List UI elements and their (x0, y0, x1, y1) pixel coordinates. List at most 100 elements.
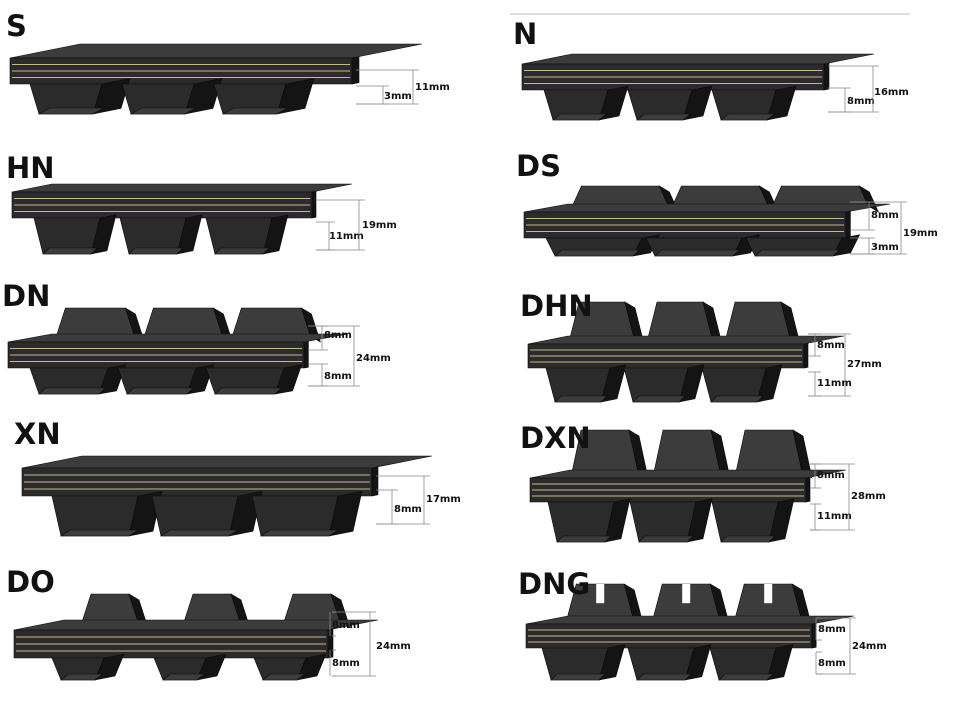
tooth-side (756, 364, 783, 403)
dimension-label: 11mm (329, 231, 364, 242)
tooth-bottom (214, 387, 283, 395)
groove (682, 584, 691, 604)
tooth-side (768, 498, 795, 543)
tooth-top (183, 593, 241, 623)
tooth-side (90, 214, 117, 255)
dimension-label: 8mm (394, 504, 422, 515)
tooth-side (598, 85, 629, 121)
tooth-side (196, 653, 227, 681)
tooth-side (328, 490, 363, 537)
belt-top-face (527, 335, 845, 345)
dimension-label: 19mm (903, 228, 938, 239)
profile-label: N (513, 17, 537, 51)
tooth-side (792, 429, 813, 479)
tooth-bottom (710, 395, 764, 403)
profile-label: DS (516, 149, 561, 183)
tooth-side (682, 85, 713, 121)
tooth-side (296, 653, 327, 681)
tooth-bottom (128, 247, 184, 255)
belt-side-face (371, 466, 379, 497)
tooth-bottom (126, 387, 195, 395)
belt-side-face (823, 62, 830, 91)
dimension-label: 8mm (817, 470, 845, 481)
dimension-label: 11mm (817, 378, 852, 389)
tooth-top (647, 301, 713, 339)
profile-label: HN (6, 151, 55, 185)
belt-side-face (805, 476, 811, 503)
belt-top-face (7, 333, 349, 343)
tooth-top (571, 185, 669, 207)
belt-top-face (523, 203, 891, 213)
dimension-label: 24mm (852, 641, 887, 652)
tooth-side (262, 214, 289, 255)
dimension-label: 11mm (817, 511, 852, 522)
tooth-top (283, 593, 341, 623)
belt-top-face (9, 43, 423, 59)
tooth-side (92, 78, 131, 115)
tooth-bottom (638, 535, 694, 543)
tooth-side (184, 78, 223, 115)
profile-label: S (6, 9, 27, 43)
tooth-side (330, 593, 351, 629)
belt-side-face (303, 340, 309, 369)
dimension-label: 8mm (818, 658, 846, 669)
dimension-label: 17mm (426, 494, 461, 505)
tooth-side (598, 644, 626, 681)
profile-label: DNG (518, 567, 590, 601)
tooth-bottom (556, 535, 612, 543)
dimension-label: 19mm (362, 220, 397, 231)
dimension-label: 24mm (376, 641, 411, 652)
dimension-label: 8mm (332, 658, 360, 669)
belt-side-face (811, 622, 817, 649)
tooth-bottom (160, 529, 239, 537)
tooth-bottom (718, 673, 775, 681)
tooth-side (274, 364, 303, 395)
belt-top-face (13, 619, 379, 631)
profile-label: XN (14, 417, 61, 451)
tooth-side (604, 498, 631, 543)
tooth-bottom (636, 113, 692, 121)
tooth-bottom (720, 535, 776, 543)
tooth-bottom (38, 387, 107, 395)
dimension-label: 16mm (874, 87, 909, 98)
tooth-top (143, 307, 223, 337)
belt-top-face (521, 53, 875, 65)
belt-side-face (327, 628, 334, 659)
tooth-side (176, 214, 203, 255)
tooth-side (766, 85, 797, 121)
belt-side-face (845, 210, 851, 239)
tooth-bottom (550, 673, 607, 681)
tooth-bottom (720, 113, 776, 121)
tooth-bottom (632, 395, 686, 403)
tooth-side (98, 364, 127, 395)
tooth-top (771, 185, 869, 207)
dimension-label: 24mm (356, 353, 391, 364)
profile-panels: 3mm11mmS8mm16mmN11mm19mmHN8mm3mm19mmDS8m… (2, 9, 938, 681)
tooth-bottom (636, 673, 693, 681)
belt-top-face (21, 455, 433, 469)
tooth-bottom (554, 395, 608, 403)
groove (596, 584, 605, 604)
tooth-bottom (162, 673, 206, 681)
profile-label: DN (2, 279, 50, 313)
tooth-top (725, 301, 791, 339)
belt-side-face (351, 56, 360, 85)
dimension-label: 27mm (847, 359, 882, 370)
tooth-bottom (554, 249, 641, 257)
tooth-bottom (129, 107, 197, 115)
tooth-side (686, 498, 713, 543)
tooth-bottom (260, 529, 339, 537)
tooth-bottom (221, 107, 289, 115)
belt-top-face (529, 469, 847, 479)
tooth-bottom (37, 107, 105, 115)
tooth-top (55, 307, 135, 337)
dimension-label: 3mm (871, 242, 899, 253)
tooth-top (231, 307, 311, 337)
tooth-side (600, 364, 627, 403)
